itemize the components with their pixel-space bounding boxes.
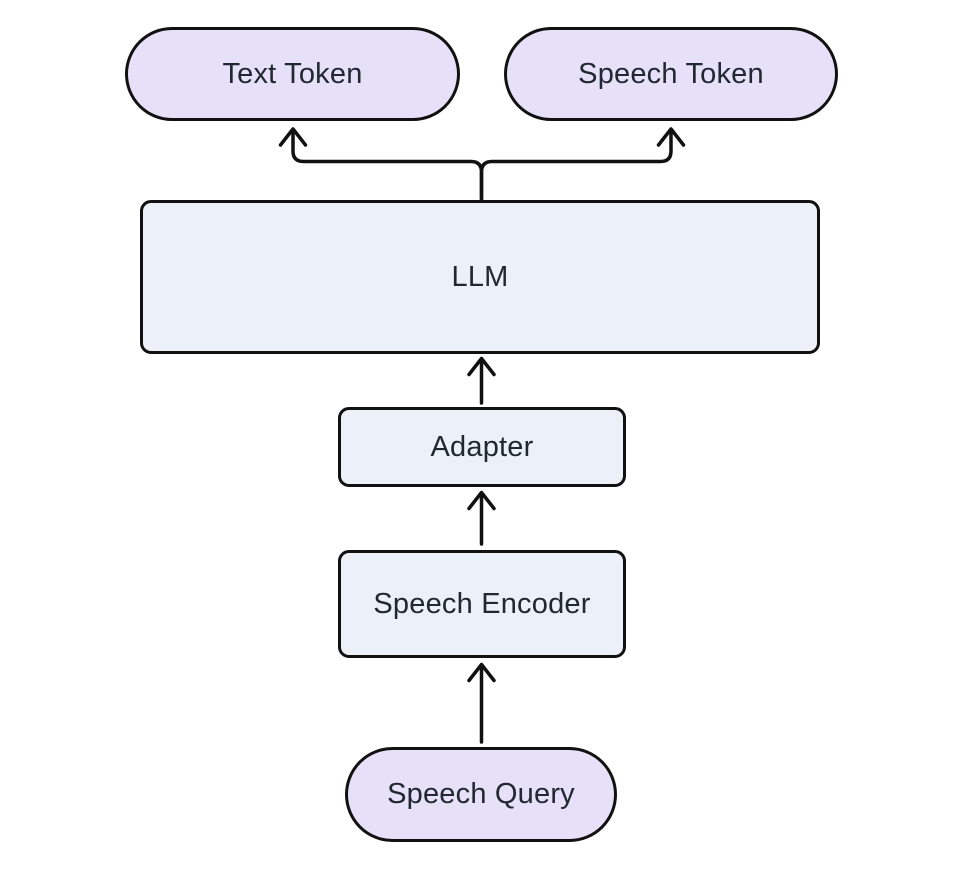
edge-speech-query-to-speech-encoder <box>467 662 496 744</box>
arrowhead-icon <box>656 127 686 147</box>
edge-llm-to-speech-token <box>479 127 686 201</box>
arrowhead-icon <box>467 490 496 511</box>
arrowhead-icon <box>278 127 308 147</box>
arrowhead-icon <box>467 662 496 683</box>
node-adapter: Adapter <box>338 407 626 487</box>
node-speech-query: Speech Query <box>345 747 617 842</box>
node-text-token-label: Text Token <box>222 57 363 90</box>
node-adapter-label: Adapter <box>430 430 534 463</box>
node-text-token: Text Token <box>125 27 460 121</box>
node-speech-query-label: Speech Query <box>387 778 575 810</box>
node-speech-token: Speech Token <box>504 27 838 121</box>
node-speech-token-label: Speech Token <box>578 57 764 90</box>
node-llm-label: LLM <box>451 260 509 293</box>
node-speech-encoder-label: Speech Encoder <box>373 587 591 620</box>
edge-llm-to-text-token <box>278 127 484 201</box>
arrowhead-icon <box>467 356 496 377</box>
edge-speech-encoder-to-adapter <box>467 490 496 546</box>
node-llm: LLM <box>140 200 820 354</box>
node-speech-encoder: Speech Encoder <box>338 550 626 658</box>
edge-adapter-to-llm <box>467 356 496 405</box>
